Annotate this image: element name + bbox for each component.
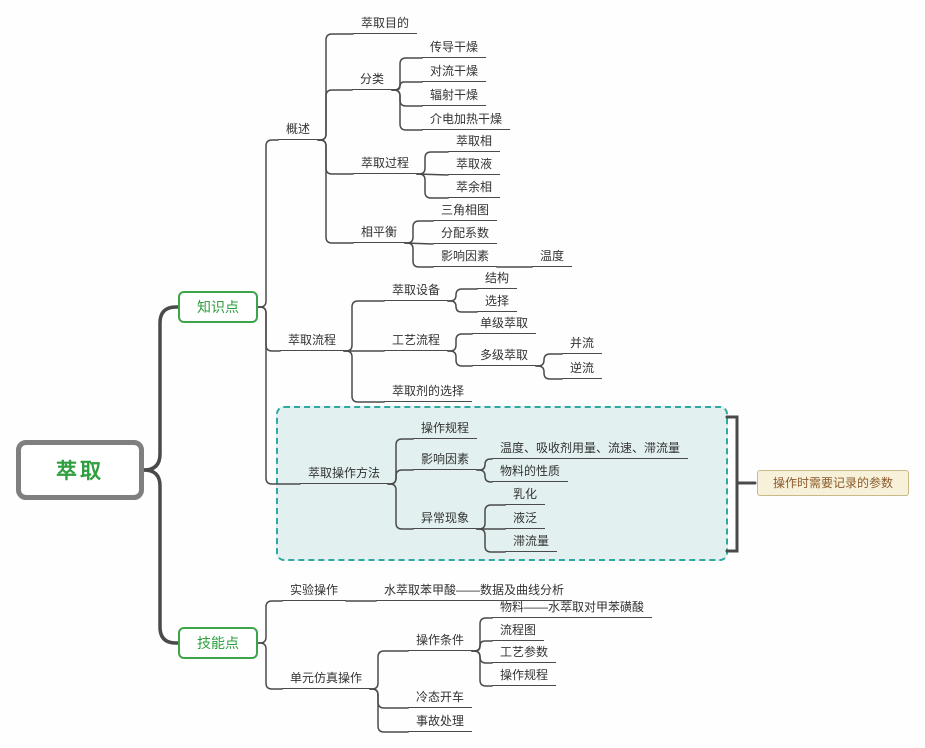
node-class-3[interactable]: 介电加热干燥 <box>422 110 510 130</box>
node-process-2[interactable]: 萃余相 <box>448 178 500 198</box>
node-flow[interactable]: 萃取流程 <box>280 331 344 351</box>
node-temperature[interactable]: 温度 <box>532 247 572 267</box>
node-abnormal-0[interactable]: 乳化 <box>505 485 545 505</box>
node-class-2[interactable]: 辐射干燥 <box>422 86 486 106</box>
node-factors-1[interactable]: 物料的性质 <box>492 462 568 482</box>
node-accident[interactable]: 事故处理 <box>408 712 472 732</box>
node-purpose[interactable]: 萃取目的 <box>353 14 417 34</box>
node-processflow[interactable]: 工艺流程 <box>384 331 448 351</box>
node-phase-0[interactable]: 三角相图 <box>433 201 497 221</box>
node-experiment-detail[interactable]: 水萃取苯甲酸——数据及曲线分析 <box>376 581 572 601</box>
node-cond-1[interactable]: 流程图 <box>492 621 544 641</box>
node-abnormal-1[interactable]: 液泛 <box>505 509 545 529</box>
root-topic[interactable]: 萃取 <box>16 440 144 500</box>
node-conditions[interactable]: 操作条件 <box>408 631 472 651</box>
topic-skill[interactable]: 技能点 <box>178 627 258 659</box>
node-equipment[interactable]: 萃取设备 <box>384 281 448 301</box>
node-multi[interactable]: 多级萃取 <box>472 346 536 366</box>
node-overview[interactable]: 概述 <box>278 120 318 140</box>
node-process-0[interactable]: 萃取相 <box>448 132 500 152</box>
callout-recorded-params[interactable]: 操作时需要记录的参数 <box>757 470 909 496</box>
node-phase[interactable]: 相平衡 <box>353 223 405 243</box>
node-cond-2[interactable]: 工艺参数 <box>492 643 556 663</box>
node-multi-1[interactable]: 逆流 <box>562 359 602 379</box>
node-process-1[interactable]: 萃取液 <box>448 155 500 175</box>
node-multi-0[interactable]: 并流 <box>562 334 602 354</box>
node-solvent[interactable]: 萃取剂的选择 <box>384 382 472 402</box>
node-equip-0[interactable]: 结构 <box>477 269 517 289</box>
node-coldstart[interactable]: 冷态开车 <box>408 688 472 708</box>
node-cond-0[interactable]: 物料——水萃取对甲苯磺酸 <box>492 598 652 618</box>
node-classification[interactable]: 分类 <box>352 70 392 90</box>
node-cond-3[interactable]: 操作规程 <box>492 666 556 686</box>
topic-knowledge[interactable]: 知识点 <box>178 291 258 323</box>
node-procedure[interactable]: 操作规程 <box>413 419 477 439</box>
node-factors-0[interactable]: 温度、吸收剂用量、流速、滞流量 <box>492 439 688 459</box>
node-abnormal-2[interactable]: 滞流量 <box>505 532 557 552</box>
node-class-0[interactable]: 传导干燥 <box>422 38 486 58</box>
node-simulation[interactable]: 单元仿真操作 <box>282 669 370 689</box>
node-abnormal[interactable]: 异常现象 <box>413 509 477 529</box>
node-factors[interactable]: 影响因素 <box>413 450 477 470</box>
node-process[interactable]: 萃取过程 <box>353 154 417 174</box>
node-experiment[interactable]: 实验操作 <box>282 581 346 601</box>
node-single[interactable]: 单级萃取 <box>472 314 536 334</box>
node-equip-1[interactable]: 选择 <box>477 292 517 312</box>
callout-bracket-icon <box>725 415 757 553</box>
node-operation[interactable]: 萃取操作方法 <box>300 464 388 484</box>
node-phase-2[interactable]: 影响因素 <box>433 247 497 267</box>
node-phase-1[interactable]: 分配系数 <box>433 224 497 244</box>
node-class-1[interactable]: 对流干燥 <box>422 62 486 82</box>
